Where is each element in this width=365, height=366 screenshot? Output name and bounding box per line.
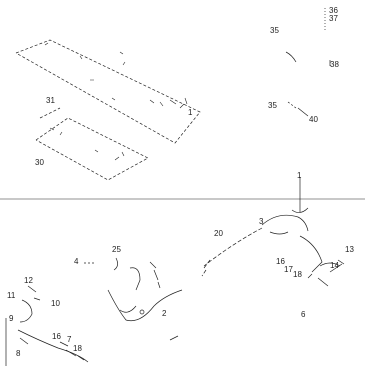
callout-18-right: 18 [293,270,302,279]
callout-14: 14 [330,261,339,270]
callout-40: 40 [309,115,318,124]
callout-13: 13 [345,245,354,254]
center-harness [107,257,183,322]
callout-17-right: 17 [284,265,293,274]
callout-9: 9 [9,314,14,323]
right-cluster [299,235,345,287]
left-lower-cluster [5,285,89,366]
callout-6: 6 [301,310,306,319]
callout-36: 36 [329,6,338,15]
callout-30: 30 [35,158,44,167]
callout-37: 37 [329,14,338,23]
callout-8: 8 [16,349,21,358]
callout-10: 10 [51,299,60,308]
upper-panel-details [44,42,188,161]
upper-panel-assembly [15,39,201,181]
callout-16-left: 16 [52,332,61,341]
callout-18-left: 18 [73,344,82,353]
post-assembly [291,177,309,213]
callout-3: 3 [259,217,264,226]
callout-4: 4 [74,257,79,266]
callout-35-bottom: 35 [268,101,277,110]
bracket-3 [261,214,309,235]
harness-20 [201,227,263,277]
callout-35-top: 35 [270,26,279,35]
upper-right-hardware [285,8,331,117]
callout-11: 11 [7,291,16,300]
callout-25: 25 [112,245,121,254]
callout-2: 2 [162,309,167,318]
small-clip [169,335,179,341]
callout-12: 12 [24,276,33,285]
callout-1-upper: 1 [188,108,193,117]
callout-7-left: 7 [67,335,72,344]
callout-31: 31 [46,96,55,105]
callout-20: 20 [214,229,223,238]
callout-16-right: 16 [276,257,285,266]
callout-1-post: 1 [297,171,302,180]
callout-38: 38 [330,60,339,69]
